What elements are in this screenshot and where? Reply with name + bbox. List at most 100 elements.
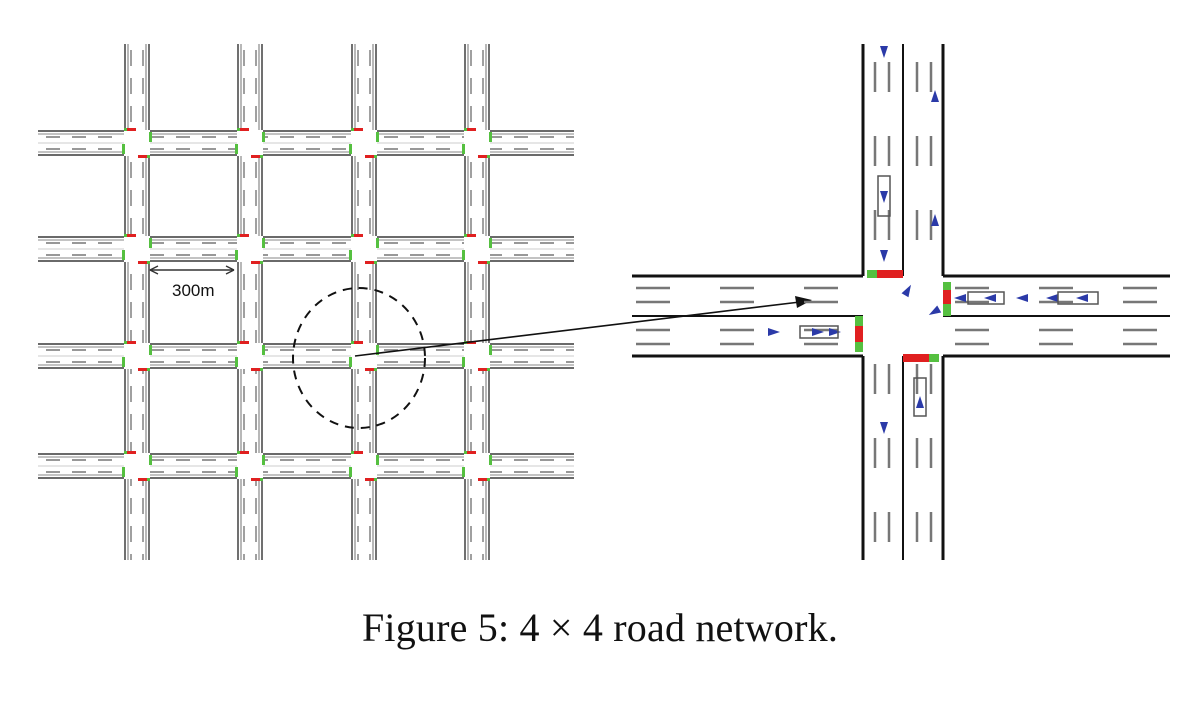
zoom-arrow-head bbox=[795, 296, 812, 308]
signal-green bbox=[351, 128, 354, 131]
signal-green bbox=[147, 368, 150, 371]
signal-green bbox=[349, 357, 352, 367]
signal-red bbox=[126, 451, 136, 454]
signal-green bbox=[487, 478, 490, 481]
signal-red bbox=[478, 261, 488, 264]
vehicle-marker bbox=[1016, 294, 1028, 302]
intersection bbox=[237, 236, 263, 262]
signal-red bbox=[353, 128, 363, 131]
signal-green bbox=[462, 144, 465, 154]
signal-red bbox=[138, 368, 148, 371]
queued-vehicle bbox=[967, 291, 1005, 305]
signal-green bbox=[122, 357, 125, 367]
vehicle-marker bbox=[984, 294, 996, 302]
signal-red bbox=[466, 451, 476, 454]
signal-red bbox=[466, 128, 476, 131]
signal-green bbox=[489, 455, 492, 465]
scale-bar-right-arrowhead bbox=[225, 265, 235, 275]
signal-red bbox=[466, 234, 476, 237]
vehicle-marker bbox=[1046, 294, 1058, 302]
signal-green bbox=[260, 261, 263, 264]
signal-green bbox=[462, 357, 465, 367]
signal-green bbox=[349, 250, 352, 260]
signal-green bbox=[149, 132, 152, 142]
signal-green bbox=[374, 368, 377, 371]
signal-green bbox=[260, 155, 263, 158]
signal-red bbox=[138, 478, 148, 481]
signal-green bbox=[235, 250, 238, 260]
signal-green bbox=[487, 368, 490, 371]
signal-green bbox=[124, 451, 127, 454]
signal-red bbox=[138, 261, 148, 264]
intersection bbox=[351, 343, 377, 369]
intersection bbox=[464, 343, 490, 369]
signal-red bbox=[365, 368, 375, 371]
queued-vehicle bbox=[1057, 291, 1099, 305]
signal-green bbox=[122, 467, 125, 477]
signal-green bbox=[462, 250, 465, 260]
vehicle-marker bbox=[931, 214, 939, 226]
signal-green bbox=[237, 128, 240, 131]
signal-green bbox=[374, 478, 377, 481]
intersection bbox=[464, 130, 490, 156]
signal-green bbox=[376, 238, 379, 248]
queued-vehicle bbox=[799, 325, 839, 339]
vehicle-marker bbox=[880, 422, 888, 434]
signal-green bbox=[260, 368, 263, 371]
intersection bbox=[237, 343, 263, 369]
signal-green bbox=[235, 144, 238, 154]
intersection bbox=[124, 130, 150, 156]
signal-green bbox=[489, 132, 492, 142]
signal-green bbox=[237, 341, 240, 344]
signal-green bbox=[464, 451, 467, 454]
signal-red bbox=[251, 368, 261, 371]
vehicle-marker bbox=[901, 284, 911, 298]
vehicle-marker bbox=[916, 396, 924, 408]
intersection-detail bbox=[632, 44, 1170, 560]
signal-green bbox=[235, 357, 238, 367]
signal-green bbox=[349, 467, 352, 477]
scale-bar-left-arrowhead bbox=[149, 265, 159, 275]
signal-red bbox=[126, 128, 136, 131]
vehicle-marker bbox=[829, 328, 841, 336]
signal-red bbox=[126, 234, 136, 237]
signal-green bbox=[260, 478, 263, 481]
signal-green bbox=[237, 234, 240, 237]
signal-green bbox=[147, 478, 150, 481]
signal-red bbox=[365, 261, 375, 264]
vehicle-marker bbox=[812, 328, 824, 336]
signal-green bbox=[464, 128, 467, 131]
vehicle-marker bbox=[1076, 294, 1088, 302]
zoom-callout bbox=[292, 287, 812, 429]
signal-green bbox=[376, 132, 379, 142]
vehicle-marker bbox=[954, 294, 966, 302]
signal-green bbox=[147, 261, 150, 264]
intersection bbox=[351, 130, 377, 156]
signal-green bbox=[349, 144, 352, 154]
intersection bbox=[124, 453, 150, 479]
signal-green bbox=[149, 345, 152, 355]
signal-green bbox=[489, 345, 492, 355]
signal-green bbox=[262, 238, 265, 248]
signal-red bbox=[126, 341, 136, 344]
signal-green bbox=[122, 144, 125, 154]
intersection bbox=[237, 453, 263, 479]
signal-red bbox=[353, 234, 363, 237]
signal-red bbox=[138, 155, 148, 158]
signal-red bbox=[239, 451, 249, 454]
zoom-arrow-line bbox=[354, 301, 801, 357]
signal-green bbox=[487, 261, 490, 264]
signal-red bbox=[239, 234, 249, 237]
signal-green bbox=[149, 455, 152, 465]
signal-red bbox=[943, 290, 951, 304]
signal-red bbox=[855, 326, 863, 342]
signal-red bbox=[251, 478, 261, 481]
signal-green bbox=[376, 455, 379, 465]
signal-green bbox=[376, 345, 379, 355]
intersection bbox=[124, 343, 150, 369]
signal-green bbox=[262, 345, 265, 355]
signal-green bbox=[867, 270, 877, 278]
scale-bar: 300m bbox=[149, 265, 235, 300]
signal-red bbox=[251, 155, 261, 158]
